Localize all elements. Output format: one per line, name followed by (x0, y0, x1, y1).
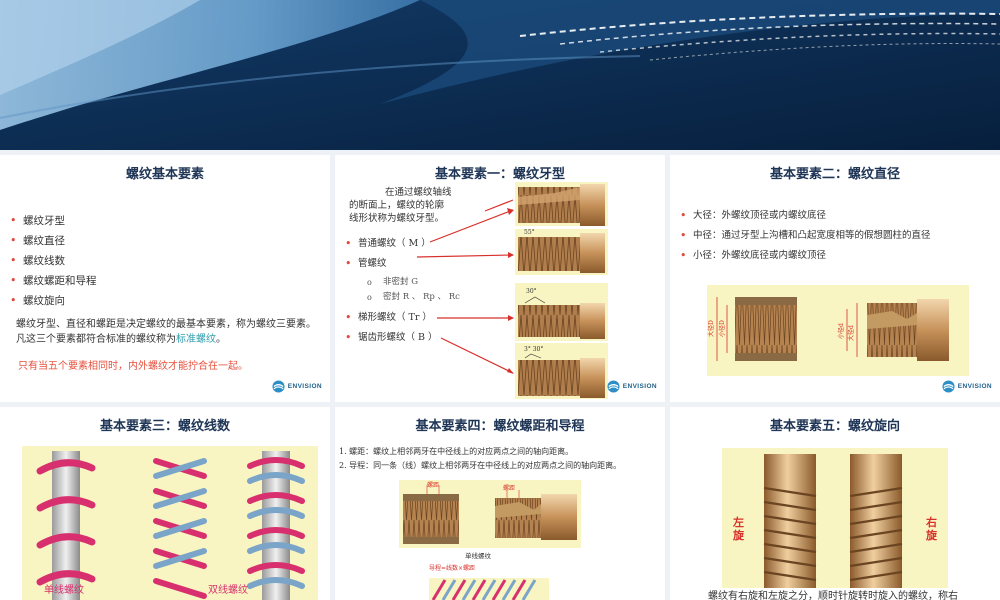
angle-label: 55° (524, 229, 535, 236)
single-thread-caption: 单线螺纹 (465, 551, 492, 560)
header-banner (0, 0, 1000, 150)
list-item: 螺纹线数 (10, 251, 97, 271)
envision-logo: ENVISION (607, 380, 657, 393)
definition-line: 的断面上，螺纹的轮廓 (349, 200, 445, 211)
thread-direction-figure (722, 448, 948, 588)
panel-thread-count: 基本要素三：螺纹线数 (0, 407, 330, 600)
profile-list: 普通螺纹（ M ） 管螺纹 (345, 234, 431, 274)
list-item: 螺纹旋向 (10, 291, 97, 311)
description-text: 螺纹牙型、直径和螺距是决定螺纹的最基本要素，称为螺纹三要素。凡这三个要素都符合标… (16, 317, 320, 347)
description-end: 。 (216, 334, 226, 345)
dim-label: 小径d (837, 323, 845, 339)
thread-count-figure (22, 446, 318, 600)
envision-logo-text: ENVISION (287, 383, 322, 390)
envision-logo-icon (272, 380, 285, 393)
double-helix (153, 458, 207, 599)
pitch-label: 螺距 (503, 484, 515, 492)
pitch-label: 螺距 (427, 481, 439, 489)
list-item: 螺纹螺距和导程 (10, 271, 97, 291)
panel-title: 基本要素三：螺纹线数 (99, 419, 230, 434)
profile-list-2: 梯形螺纹（ Tr ） 锯齿形螺纹（ B ） (345, 308, 438, 348)
panel-thread-basics: 螺纹基本要素 螺纹牙型 螺纹直径 螺纹线数 螺纹螺距和导程 螺纹旋向 螺纹牙型、… (0, 155, 330, 402)
dim-label: 大径D (707, 320, 715, 337)
list-item: 普通螺纹（ M ） (345, 234, 431, 254)
panel-title: 基本要素一：螺纹牙型 (434, 167, 565, 182)
panel-title: 基本要素四：螺纹螺距和导程 (415, 419, 585, 434)
panel-thread-diameter: 基本要素二：螺纹直径 大径：外螺纹顶径或内螺纹底径 中径：通过牙型上沟槽和凸起宽… (670, 155, 1000, 402)
definition-line: 线形状称为螺纹牙型。 (349, 213, 445, 224)
description-main: 螺纹牙型、直径和螺距是决定螺纹的最基本要素，称为螺纹三要素。凡这三个要素都符合标… (16, 319, 316, 345)
envision-logo-text: ENVISION (622, 383, 657, 390)
definition-item: 1. 螺距：螺纹上相邻两牙在中径线上的对应两点之间的轴向距离。 (339, 447, 574, 456)
list-item: 小径：外螺纹底径或内螺纹顶径 (680, 246, 931, 266)
definition-line: 在通过螺纹轴线 (385, 187, 452, 198)
single-helix (36, 459, 96, 586)
list-item: 中径：通过牙型上沟槽和凸起宽度相等的假想圆柱的直径 (680, 226, 931, 246)
diameter-figure: 大径D 小径D 大径d 小径d (707, 285, 969, 376)
thread-figure-b: 3° 30° (518, 346, 605, 398)
panel-thread-direction: 基本要素五：螺纹旋向 (670, 407, 1000, 600)
profile-definition: 在通过螺纹轴线 的断面上，螺纹的轮廓 线形状称为螺纹牙型。 (349, 186, 489, 225)
angle-label: 3° 30° (524, 346, 543, 353)
standard-thread-link[interactable]: 标准螺纹 (176, 334, 216, 345)
envision-logo-text: ENVISION (957, 383, 992, 390)
double-helix-rod (247, 457, 305, 589)
right-hand-label: 右旋 (926, 516, 937, 542)
left-hand-grooves (763, 486, 817, 582)
list-item: 梯形螺纹（ Tr ） (345, 308, 438, 328)
thread-profile-figures: 55° 30° 3° 30° (416, 182, 608, 399)
envision-logo-icon (942, 380, 955, 393)
right-hand-grooves (849, 486, 903, 582)
angle-label: 30° (526, 288, 537, 295)
panel-title: 基本要素二：螺纹直径 (769, 167, 900, 182)
left-hand-label: 左旋 (733, 516, 744, 542)
list-item: 螺纹直径 (10, 231, 97, 251)
sublist-item: 非密封 G (367, 275, 460, 290)
thread-figure-pipe: 55° (518, 229, 605, 273)
list-item: 管螺纹 (345, 254, 431, 274)
panel-title: 基本要素五：螺纹旋向 (769, 419, 900, 434)
list-item: 大径：外螺纹顶径或内螺纹底径 (680, 206, 931, 226)
pipe-thread-sublist: 非密封 G 密封 R 、 Rp 、 Rc (367, 275, 460, 305)
label-single-thread: 单线螺纹 (44, 585, 84, 596)
direction-caption: 螺纹有右旋和左旋之分，顺时针旋转时旋入的螺纹，称右 (708, 591, 958, 600)
dim-label: 大径d (847, 325, 855, 341)
panel-pitch-lead: 基本要素四：螺纹螺距和导程 1. 螺距：螺纹上相邻两牙在中径线上的对应两点之间的… (335, 407, 665, 600)
dim-label: 小径D (718, 320, 726, 337)
thread-figure-m (518, 184, 605, 226)
envision-logo: ENVISION (942, 380, 992, 393)
envision-logo-icon (607, 380, 620, 393)
thread-figure-tr: 30° (518, 288, 605, 339)
definition-item: 2. 导程：同一条（线）螺纹上相邻两牙在中径线上的对应两点之间的轴向距离。 (339, 461, 622, 470)
sublist-item: 密封 R 、 Rp 、 Rc (367, 290, 460, 305)
list-item: 锯齿形螺纹（ B ） (345, 328, 438, 348)
panel-thread-profile: 基本要素一：螺纹牙型 在通过螺纹轴线 的断面上，螺纹的轮廓 线形状称为螺纹牙型。… (335, 155, 665, 402)
envision-logo: ENVISION (272, 380, 322, 393)
lead-formula: 导程=线数×螺距 (429, 564, 475, 572)
pitch-figure: 螺距 螺距 单线螺纹 导程=线数×螺距 (399, 480, 581, 600)
warning-note: 只有当五个要素相同时，内外螺纹才能拧合在一起。 (18, 361, 248, 372)
label-double-thread: 双线螺纹 (208, 585, 248, 596)
panel-title: 螺纹基本要素 (125, 167, 204, 182)
element-list: 螺纹牙型 螺纹直径 螺纹线数 螺纹螺距和导程 螺纹旋向 (10, 211, 97, 311)
diameter-list: 大径：外螺纹顶径或内螺纹底径 中径：通过牙型上沟槽和凸起宽度相等的假想圆柱的直径… (680, 206, 931, 266)
list-item: 螺纹牙型 (10, 211, 97, 231)
